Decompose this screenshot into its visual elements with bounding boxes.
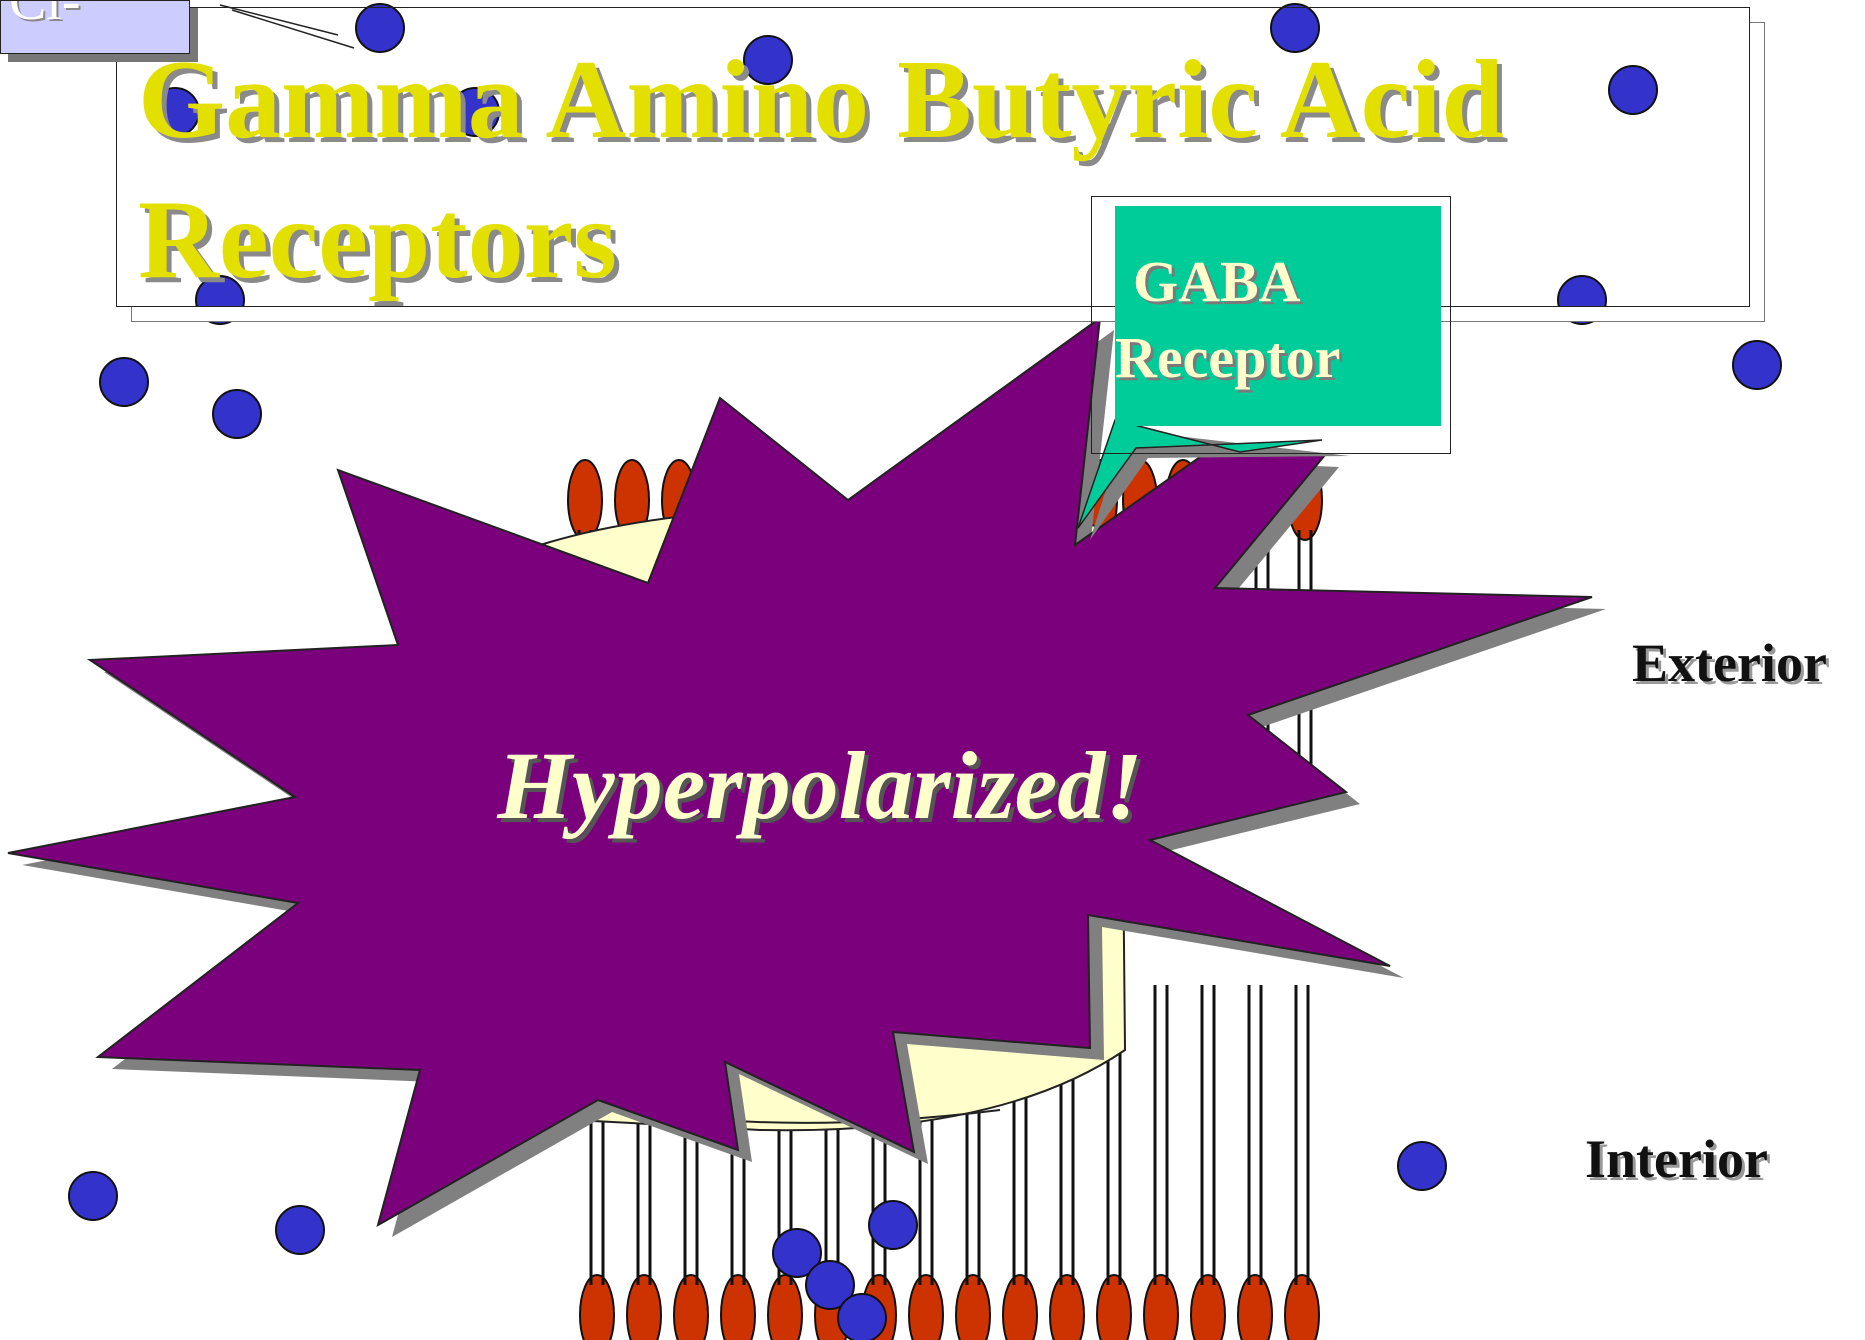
- lipid-head: [1190, 1274, 1226, 1340]
- title-frame: [116, 7, 1750, 307]
- callout-line-2: Receptor: [1115, 325, 1341, 390]
- chloride-ion: [1397, 1141, 1447, 1191]
- lipid-head: [579, 1274, 615, 1340]
- lipid-head: [1237, 1274, 1273, 1340]
- page-title: Gamma Amino Butyric Acid Receptors: [138, 38, 1504, 302]
- chloride-ion: [1270, 3, 1320, 53]
- chloride-ion: [1557, 275, 1607, 325]
- lipid-head: [1284, 1274, 1320, 1340]
- lipid-head: [1049, 1274, 1085, 1340]
- chloride-ion: [275, 1205, 325, 1255]
- lipid-head: [955, 1274, 991, 1340]
- lipid-head: [1096, 1274, 1132, 1340]
- chloride-ion: [772, 1228, 822, 1278]
- chloride-ion: [212, 389, 262, 439]
- lipid-head: [1002, 1274, 1038, 1340]
- gaba-receptor-callout: GABA Receptor: [1115, 206, 1441, 426]
- lipid-head: [720, 1274, 756, 1340]
- chloride-ion: [195, 275, 245, 325]
- lipid-head: [567, 459, 603, 541]
- chloride-ion: [805, 1260, 855, 1310]
- hyperpolarized-text: Hyperpolarized!: [497, 732, 1143, 839]
- chloride-ion: [868, 1200, 918, 1250]
- hyperpolarized-burst: [7, 315, 1606, 1237]
- chloride-ion: [68, 1171, 118, 1221]
- lipid-head: [673, 1274, 709, 1340]
- exterior-label: Exterior: [1632, 633, 1827, 693]
- ion-label-connector: [219, 4, 355, 49]
- lipid-head: [908, 1274, 944, 1340]
- chloride-ion: [99, 357, 149, 407]
- chloride-ion: [743, 35, 793, 85]
- chloride-ion: [355, 3, 405, 53]
- chloride-ion-label: Cl-: [0, 0, 190, 54]
- callout-line-1: GABA: [1133, 249, 1301, 314]
- ion-label-text: Cl-: [9, 0, 81, 32]
- chloride-ions: [68, 3, 1782, 1340]
- chloride-ion: [450, 87, 500, 137]
- callout-pointer: [1077, 419, 1350, 540]
- lipid-head: [1143, 1274, 1179, 1340]
- chloride-ion: [1732, 340, 1782, 390]
- chloride-ion: [837, 1293, 887, 1340]
- chloride-ion: [1608, 65, 1658, 115]
- lipid-head: [767, 1274, 803, 1340]
- interior-label: Interior: [1585, 1129, 1768, 1189]
- callout-frame: [1091, 196, 1451, 454]
- chloride-ion: [150, 87, 200, 137]
- lipid-head: [626, 1274, 662, 1340]
